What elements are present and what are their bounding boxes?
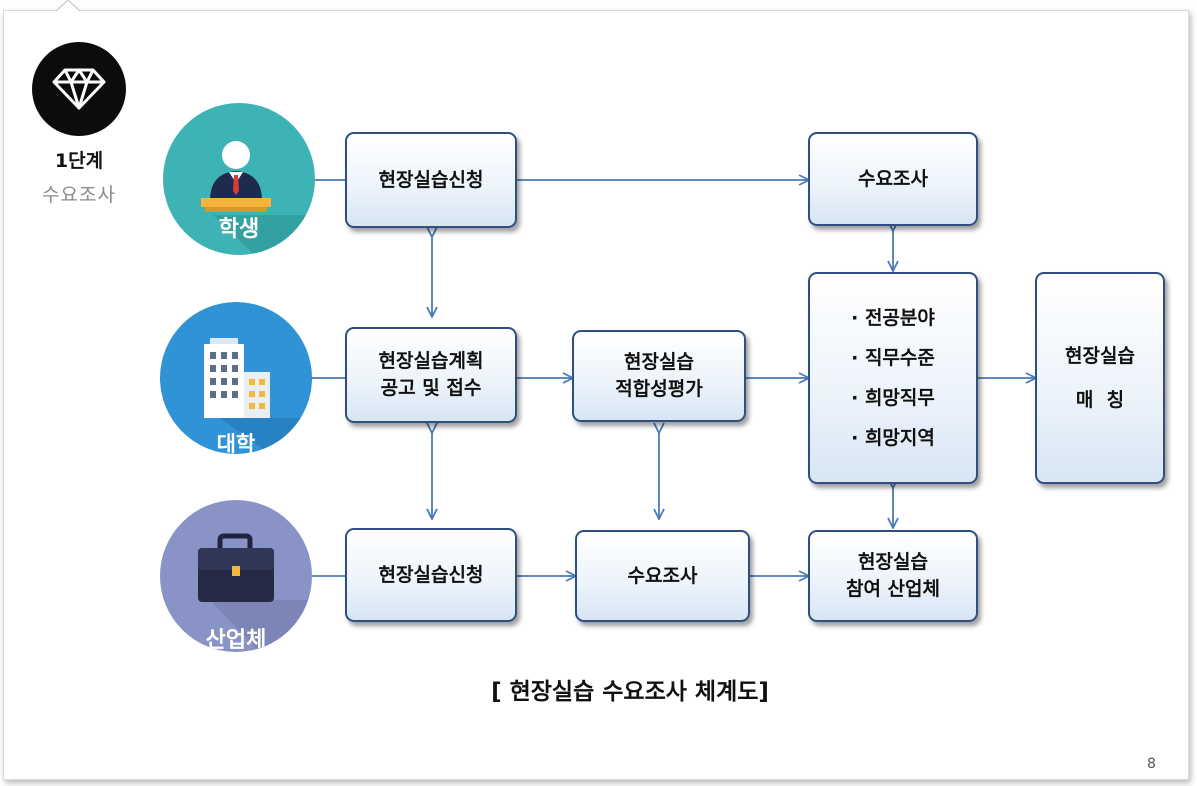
box-student-survey: 수요조사 <box>808 132 978 226</box>
box-plan-notice: 현장실습계획 공고 및 접수 <box>345 327 517 423</box>
box-matching-criteria: · 전공분야 · 직무수준 · 희망직무 · 희망지역 <box>808 272 978 484</box>
criteria-item: · 전공분야 <box>851 307 935 329</box>
box-industry-apply-line: 현장실습신청 <box>378 563 484 586</box>
box-industry-survey-line: 수요조사 <box>627 564 698 587</box>
box-plan-notice-line-1: 현장실습계획 <box>378 350 484 372</box>
actor-university: 대학 <box>160 302 312 454</box>
student-desk-icon <box>201 141 315 255</box>
box-suitability-eval-line-2: 적합성평가 <box>615 378 703 400</box>
box-student-apply-line: 현장실습신청 <box>378 168 484 191</box>
diagram-caption: [ 현장실습 수요조사 체계도] <box>491 679 769 705</box>
box-matching-line-1: 현장실습 <box>1065 345 1135 367</box>
box-matching-line-2: 매 칭 <box>1075 389 1125 411</box>
stage-subtitle: 수요조사 <box>42 184 116 206</box>
briefcase-icon <box>198 533 312 652</box>
box-participating-companies-line-1: 현장실습 <box>858 551 928 573</box>
slide-notch <box>56 0 81 12</box>
box-participating-companies-line-2: 참여 산업체 <box>845 578 940 600</box>
criteria-item: · 희망직무 <box>851 387 935 409</box>
box-matching: 현장실습 매 칭 <box>1035 272 1165 484</box>
actor-industry: 산업체 <box>160 500 312 652</box>
box-industry-survey: 수요조사 <box>575 530 750 622</box>
box-student-survey-line: 수요조사 <box>858 167 928 190</box>
box-student-apply: 현장실습신청 <box>345 132 517 228</box>
actor-student: 학생 <box>163 103 315 255</box>
criteria-item: · 희망지역 <box>851 427 935 449</box>
box-participating-companies: 현장실습 참여 산업체 <box>808 530 978 622</box>
box-plan-notice-line-2: 공고 및 접수 <box>380 377 482 399</box>
actor-label-student: 학생 <box>218 217 260 242</box>
stage-badge <box>32 42 126 136</box>
page-number: 8 <box>1147 756 1156 772</box>
box-suitability-eval-line-1: 현장실습 <box>624 351 694 373</box>
box-industry-apply: 현장실습신청 <box>345 528 517 622</box>
box-suitability-eval: 현장실습 적합성평가 <box>572 330 746 422</box>
actor-label-university: 대학 <box>216 432 256 454</box>
buildings-icon <box>204 338 312 454</box>
diamond-icon <box>52 68 106 110</box>
criteria-item: · 직무수준 <box>851 347 935 369</box>
stage-title: 1단계 <box>54 150 104 172</box>
actor-label-industry: 산업체 <box>205 628 267 652</box>
